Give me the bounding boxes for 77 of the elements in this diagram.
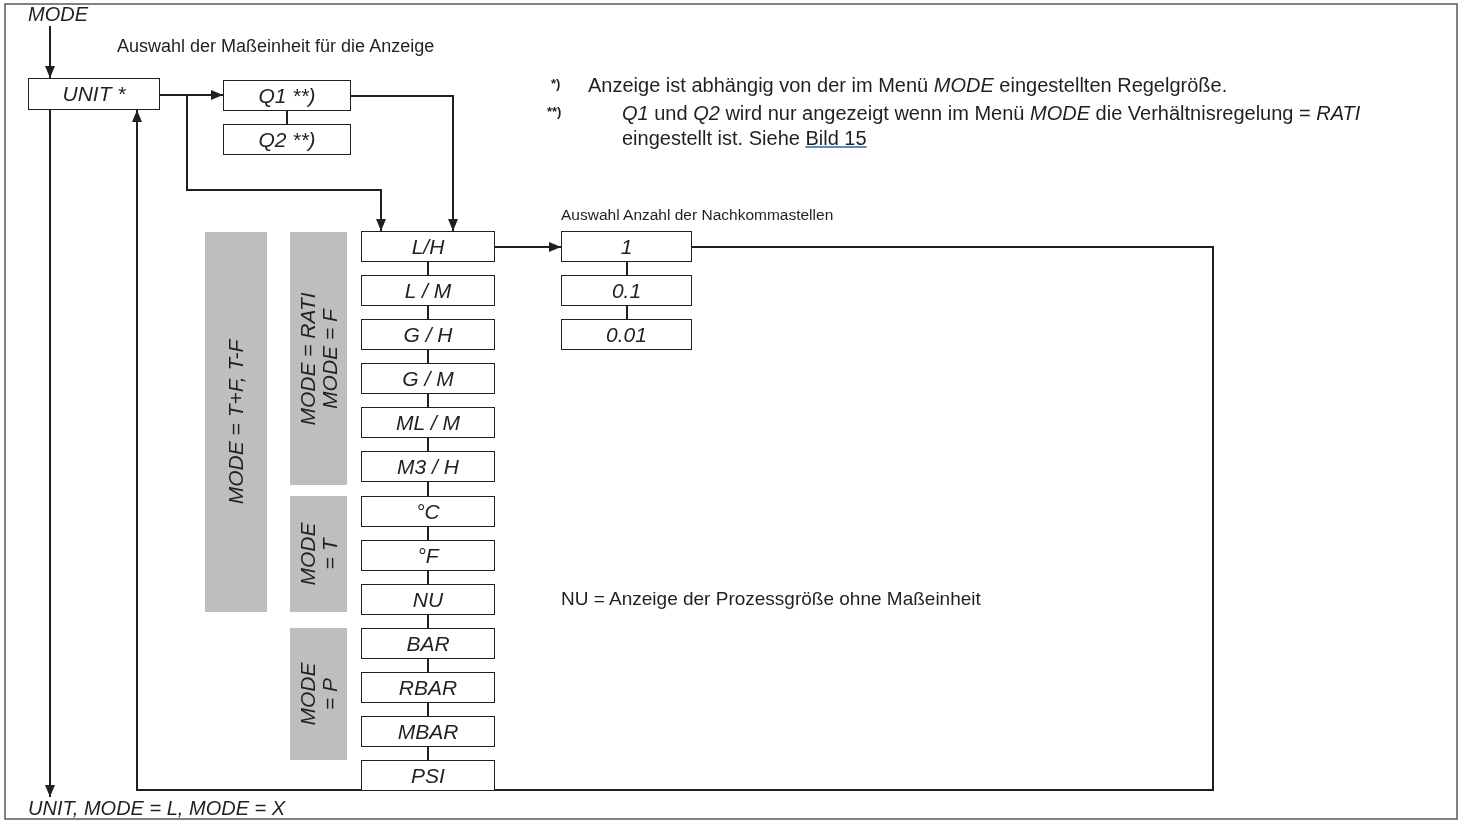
menu-item-text: L/H <box>411 234 445 259</box>
arrow <box>45 109 55 798</box>
menu-item-box <box>361 451 495 482</box>
menu-item-box <box>361 716 495 747</box>
menu-item-text: 0.1 <box>611 278 642 303</box>
menu-item-text: °F <box>417 543 439 568</box>
menu-item-text: NU <box>412 587 444 612</box>
connector-line <box>427 481 429 497</box>
footnote-mark: **) <box>547 104 562 119</box>
menu-item-text: UNIT * <box>62 82 126 106</box>
connector-line <box>626 305 628 320</box>
connector-line <box>427 658 429 673</box>
arrow <box>350 95 458 232</box>
menu-item-text: PSI <box>411 763 445 788</box>
connector-line <box>427 614 429 629</box>
menu-item-box <box>361 407 495 438</box>
menu-item-box <box>223 124 351 155</box>
menu-item-box <box>361 363 495 394</box>
menu-item-text: M3 / H <box>397 454 459 479</box>
menu-item-text: RBAR <box>398 675 458 700</box>
connector-line <box>427 437 429 452</box>
menu-item-text: °C <box>416 499 440 524</box>
menu-item-box <box>561 231 692 262</box>
footnote-mark: *) <box>551 76 561 91</box>
menu-item-box <box>361 760 495 791</box>
mode-band <box>205 232 267 612</box>
arrow <box>132 109 1214 791</box>
mode-band <box>290 628 347 760</box>
arrow <box>45 25 55 79</box>
connector-line <box>286 110 288 125</box>
menu-item-text: 0.01 <box>606 322 647 347</box>
menu-item-box <box>561 319 692 350</box>
connector-line <box>427 261 429 276</box>
menu-item-text: MBAR <box>397 719 459 744</box>
menu-item-text: BAR <box>406 631 450 656</box>
connector-line <box>427 393 429 408</box>
menu-item-box <box>223 80 351 111</box>
menu-item-text: Q2 **) <box>258 127 316 152</box>
connector-line <box>427 570 429 585</box>
menu-item-text: G / M <box>402 366 454 391</box>
footnote-text: Q1 und Q2 wird nur angezeigt wenn im Menü MODE die Verhältnisregelung = RATI eingestellt ist. Siehe Bild 15 <box>622 101 1362 151</box>
menu-item-box <box>361 496 495 527</box>
menu-item-box <box>361 540 495 571</box>
menu-label: MODE <box>28 3 108 26</box>
mode-band <box>290 496 347 612</box>
menu-item-box <box>561 275 692 306</box>
connector-line <box>427 746 429 761</box>
menu-label: UNIT, MODE = L, MODE = X <box>28 797 328 819</box>
connector-line <box>427 305 429 320</box>
menu-item-box <box>361 231 495 262</box>
menu-item-text: G / H <box>403 322 453 347</box>
note-text: NU = Anzeige der Prozessgröße ohne Maßeinheit <box>561 588 981 610</box>
mode-condition-text: MODE = RATI MODE = F <box>296 290 341 428</box>
mode-condition-text: MODE = T+F, T-F <box>225 337 247 507</box>
menu-item-text: 1 <box>620 234 633 259</box>
mode-condition-text: MODE = T <box>296 521 341 588</box>
menu-item-box <box>361 672 495 703</box>
connector-line <box>626 261 628 276</box>
menu-item-box <box>361 628 495 659</box>
connector-line <box>427 349 429 364</box>
mode-condition-text: MODE = P <box>296 661 341 728</box>
section-heading: Auswahl der Maßeinheit für die Anzeige <box>117 36 435 57</box>
menu-item-box <box>361 275 495 306</box>
connector-line <box>427 526 429 541</box>
connector-line <box>427 702 429 717</box>
menu-item-text: L / M <box>404 278 452 303</box>
section-heading: Auswahl Anzahl der Nachkommastellen <box>561 206 834 224</box>
menu-item-text: Q1 **) <box>258 83 316 108</box>
arrow <box>494 242 562 252</box>
mode-band <box>290 232 347 485</box>
menu-item-box <box>361 584 495 615</box>
menu-item-box <box>361 319 495 350</box>
menu-item-box <box>28 78 160 110</box>
footnote-text: Anzeige ist abhängig von der im Menü MODE eingestellten Regelgröße. <box>588 74 1228 97</box>
menu-item-text: ML / M <box>396 410 460 435</box>
figure-link: Bild 15 <box>805 127 867 149</box>
arrow <box>159 94 386 232</box>
